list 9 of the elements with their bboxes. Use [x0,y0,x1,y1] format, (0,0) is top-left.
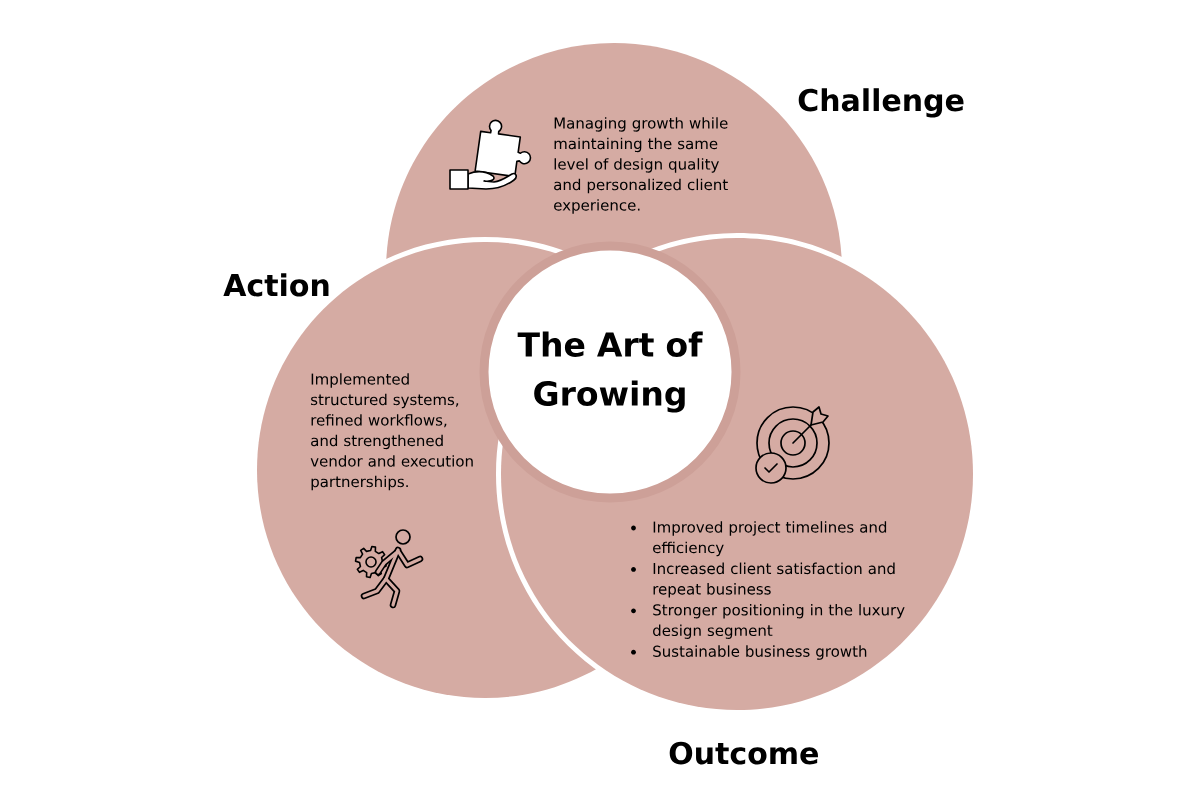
section-heading: Outcome [669,741,818,765]
bullet-text: Stronger positioning in the luxury design segment [653,603,905,639]
bullet-text: Sustainable business growth [653,645,867,660]
description-text: Implemented structured systems, refined workflows, and strengthened vendor and execution partnerships. [310,373,473,491]
section-heading: Challenge [798,88,964,118]
bullet-text: Improved project timelines and efficiency [653,521,887,557]
description-text: Managing growth while maintaining the same level of design quality and personalized client experience. [554,117,728,214]
bullet-text: Increased client satisfaction and repeat business [653,562,895,598]
section-heading: Action [223,273,329,297]
